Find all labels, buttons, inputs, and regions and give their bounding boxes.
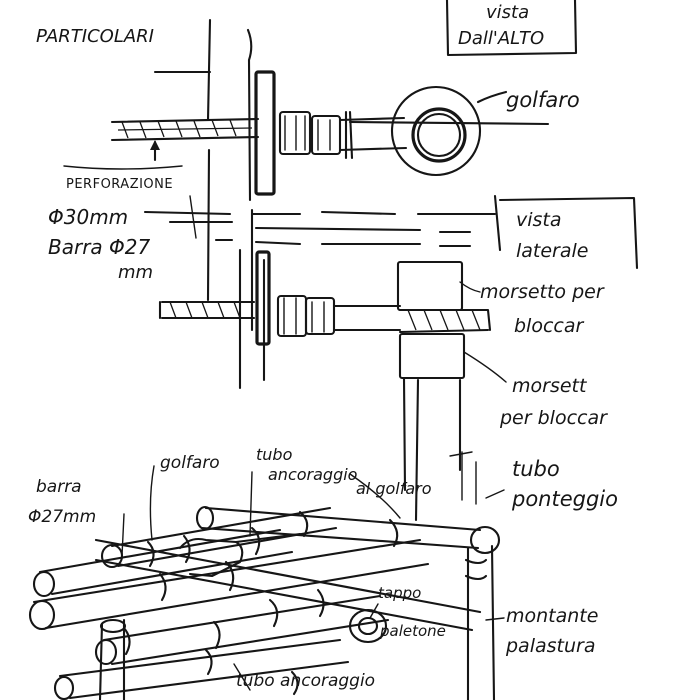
label-barra-bottom-2: Φ27mm bbox=[28, 507, 96, 527]
golfaro-ring-sketch bbox=[178, 532, 302, 578]
morsetto-upper-block bbox=[396, 260, 464, 312]
label-tubo-anc-golfaro-2: ancoraggio bbox=[268, 465, 358, 484]
scaffold-isometric-sketch bbox=[28, 451, 505, 700]
label-tappo-1: tappo bbox=[378, 584, 421, 602]
nut-top-1 bbox=[278, 110, 312, 156]
label-tubo-anc-golfaro-3: al golfaro bbox=[356, 479, 432, 498]
label-morsetto-top-1: morsetto per bbox=[480, 281, 605, 303]
morsetto-lower-block bbox=[398, 332, 466, 380]
label-tubo-anc-golfaro-1: tubo bbox=[256, 445, 293, 464]
label-diametro-30: Φ30mm bbox=[48, 205, 128, 229]
anchor-plate-top bbox=[254, 70, 276, 196]
tubo-diagonal-3 bbox=[28, 538, 430, 631]
label-morsetto-bottom-2: per bloccar bbox=[499, 407, 608, 429]
label-tappo-2: paletone bbox=[379, 622, 446, 640]
label-golfaro-top: golfaro bbox=[506, 88, 580, 112]
golfaro-eye-bolt-top bbox=[390, 85, 482, 177]
label-montante-1: montante bbox=[506, 605, 598, 627]
vista-laterale-bracket bbox=[493, 194, 639, 270]
tubo-ancoraggio-back bbox=[195, 505, 501, 555]
label-morsetto-top-2: bloccar bbox=[514, 315, 584, 337]
label-perforazione: PERFORAZIONE bbox=[66, 177, 173, 192]
label-barra-27-1: Barra Φ27 bbox=[48, 235, 151, 259]
label-barra-bottom-1: barra bbox=[36, 477, 82, 497]
tubo-transverse-front bbox=[94, 538, 482, 644]
vista-dall-alto-box bbox=[445, 0, 578, 57]
tubo-diagonal-5 bbox=[53, 638, 350, 700]
label-vista-alto-2: Dall'ALTO bbox=[458, 28, 544, 49]
lateral-view-detail bbox=[158, 248, 507, 522]
label-montante-2: palastura bbox=[505, 635, 595, 657]
anchor-plate-lateral bbox=[255, 250, 271, 346]
bottom-leaders bbox=[121, 451, 505, 691]
label-vista-laterale-2: laterale bbox=[516, 240, 588, 262]
label-vista-laterale-1: vista bbox=[516, 209, 562, 231]
nut-top-2 bbox=[310, 114, 342, 156]
nut-lateral-2 bbox=[304, 296, 336, 336]
label-morsetto-bottom-1: morsett bbox=[512, 375, 588, 397]
montante-uprights bbox=[98, 544, 496, 700]
label-tubo-ponteggio-2: ponteggio bbox=[511, 487, 618, 511]
top-view-detail bbox=[63, 0, 578, 332]
label-tubo-ponteggio-1: tubo bbox=[512, 457, 560, 481]
label-vista-alto-1: vista bbox=[486, 2, 529, 23]
nut-lateral-1 bbox=[276, 294, 308, 338]
label-golfaro-bottom: golfaro bbox=[160, 453, 220, 473]
label-tubo-anc-bottom: tubo ancoraggio bbox=[236, 671, 375, 691]
dimension-lines bbox=[143, 194, 639, 270]
label-barra-27-2: mm bbox=[118, 262, 153, 283]
label-particolari: PARTICOLARI bbox=[36, 26, 154, 47]
perforazione-bore bbox=[110, 117, 260, 142]
